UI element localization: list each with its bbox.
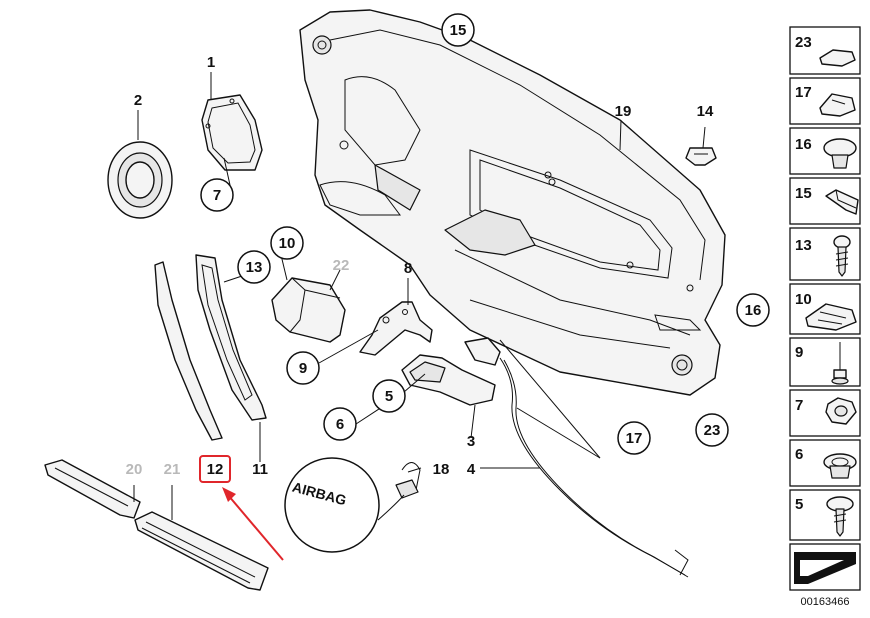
sidebar-item-16[interactable]: 16 xyxy=(789,127,861,175)
blind-rivet-icon xyxy=(831,342,849,385)
decor-strip[interactable] xyxy=(154,261,223,441)
svg-text:15: 15 xyxy=(450,22,467,39)
callout-6[interactable]: 6 xyxy=(323,407,357,441)
expanding-clip[interactable] xyxy=(685,147,717,166)
callout-18[interactable]: 18 xyxy=(433,461,450,478)
callout-8[interactable]: 8 xyxy=(404,260,412,277)
svg-text:7: 7 xyxy=(213,187,221,204)
callout-1[interactable]: 1 xyxy=(207,54,215,71)
svg-text:9: 9 xyxy=(795,344,803,361)
callout-17[interactable]: 17 xyxy=(617,421,651,455)
speed-nut-icon xyxy=(805,303,857,331)
callout-16[interactable]: 16 xyxy=(736,293,770,327)
diagram-code: 00163466 xyxy=(801,596,850,608)
callout-13[interactable]: 13 xyxy=(237,250,271,284)
callout-11[interactable]: 11 xyxy=(252,461,268,478)
svg-text:9: 9 xyxy=(299,360,307,377)
door-trim-panel[interactable] xyxy=(299,9,726,396)
inner-door-opener[interactable] xyxy=(401,337,501,406)
callout-9[interactable]: 9 xyxy=(286,351,320,385)
svg-text:13: 13 xyxy=(795,237,812,254)
svg-text:10: 10 xyxy=(795,291,812,308)
highlight-box-12 xyxy=(199,455,231,483)
orientation-arrow-cell xyxy=(789,543,861,591)
sidebar-item-17[interactable]: 17 xyxy=(789,77,861,125)
callout-4[interactable]: 4 xyxy=(467,461,476,478)
svg-text:1: 1 xyxy=(207,54,215,71)
callout-5[interactable]: 5 xyxy=(372,379,406,413)
callout-3[interactable]: 3 xyxy=(467,433,475,450)
sidebar-item-15[interactable]: 15 xyxy=(789,177,861,225)
callout-23[interactable]: 23 xyxy=(695,413,729,447)
svg-text:13: 13 xyxy=(246,259,263,276)
hex-nut-icon xyxy=(825,397,857,425)
entry-sill-strip-front[interactable] xyxy=(44,459,141,519)
speaker-cover-plate[interactable] xyxy=(201,94,263,171)
svg-text:17: 17 xyxy=(626,430,643,447)
clip-icon xyxy=(825,189,859,215)
callout-21[interactable]: 21 xyxy=(164,461,181,478)
svg-text:3: 3 xyxy=(467,433,475,450)
sidebar-item-13[interactable]: 13 xyxy=(789,227,861,281)
svg-text:8: 8 xyxy=(404,260,412,277)
small-parts-sidebar: 23 17 16 15 xyxy=(789,26,861,591)
svg-text:17: 17 xyxy=(795,84,812,101)
svg-text:16: 16 xyxy=(745,302,762,319)
grommet-icon xyxy=(823,453,857,479)
svg-text:2: 2 xyxy=(134,92,142,109)
callout-12[interactable]: 12 xyxy=(207,461,224,478)
callout-19[interactable]: 19 xyxy=(615,103,632,120)
svg-text:18: 18 xyxy=(433,461,450,478)
sidebar-item-23[interactable]: 23 xyxy=(789,26,861,75)
callout-20[interactable]: 20 xyxy=(126,461,143,478)
svg-text:19: 19 xyxy=(615,103,632,120)
svg-text:22: 22 xyxy=(333,257,350,274)
entry-sill-strip-rear[interactable] xyxy=(134,511,269,591)
screw-icon xyxy=(833,235,851,277)
svg-text:7: 7 xyxy=(795,397,803,414)
sidebar-item-9[interactable]: 9 xyxy=(789,337,861,387)
svg-text:23: 23 xyxy=(704,422,721,439)
callout-22[interactable]: 22 xyxy=(333,257,350,274)
callout-10[interactable]: 10 xyxy=(270,226,304,260)
svg-text:10: 10 xyxy=(279,235,296,252)
sidebar-item-10[interactable]: 10 xyxy=(789,283,861,335)
svg-text:4: 4 xyxy=(467,461,476,478)
svg-text:11: 11 xyxy=(252,461,268,478)
svg-text:6: 6 xyxy=(336,416,344,433)
callout-7[interactable]: 7 xyxy=(200,178,234,212)
speaker-ring[interactable] xyxy=(107,141,173,219)
screw-with-washer-icon xyxy=(826,496,854,537)
bowden-cable[interactable] xyxy=(499,357,689,578)
svg-text:5: 5 xyxy=(795,496,803,513)
svg-text:14: 14 xyxy=(697,103,714,120)
sidebar-item-6[interactable]: 6 xyxy=(789,439,861,487)
highlight-arrow xyxy=(222,487,284,561)
door-pull-trim[interactable] xyxy=(195,254,267,421)
sidebar-item-5[interactable]: 5 xyxy=(789,489,861,541)
svg-text:15: 15 xyxy=(795,185,812,202)
airbag-detail: AIRBAG xyxy=(284,457,405,553)
svg-text:6: 6 xyxy=(795,446,803,463)
callout-15[interactable]: 15 xyxy=(441,13,475,47)
spring-nut-icon xyxy=(819,93,856,117)
svg-text:23: 23 xyxy=(795,34,812,51)
pad-icon xyxy=(819,49,856,67)
orientation-arrow-icon xyxy=(794,552,856,584)
sidebar-item-7[interactable]: 7 xyxy=(789,389,861,437)
mounting-bracket[interactable] xyxy=(359,301,433,356)
svg-text:16: 16 xyxy=(795,136,812,153)
airbag-connector[interactable] xyxy=(395,462,421,499)
svg-text:12: 12 xyxy=(207,461,224,478)
push-rivet-icon xyxy=(823,138,857,169)
callout-14[interactable]: 14 xyxy=(697,103,714,120)
callout-2[interactable]: 2 xyxy=(134,92,142,109)
storage-compartment[interactable] xyxy=(271,277,346,343)
svg-text:20: 20 xyxy=(126,461,143,478)
svg-text:21: 21 xyxy=(164,461,181,478)
svg-text:5: 5 xyxy=(385,388,393,405)
